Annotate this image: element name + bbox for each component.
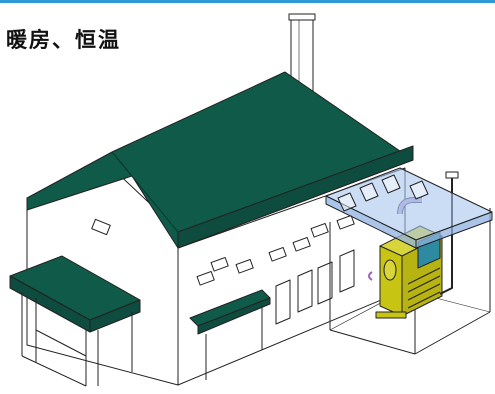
factory-building-icon bbox=[26, 71, 414, 386]
top-accent-bar bbox=[0, 0, 495, 3]
canopy-edge-side bbox=[415, 211, 493, 249]
page-title: 暖房、恒温 bbox=[6, 28, 121, 52]
side-shed bbox=[9, 255, 141, 387]
